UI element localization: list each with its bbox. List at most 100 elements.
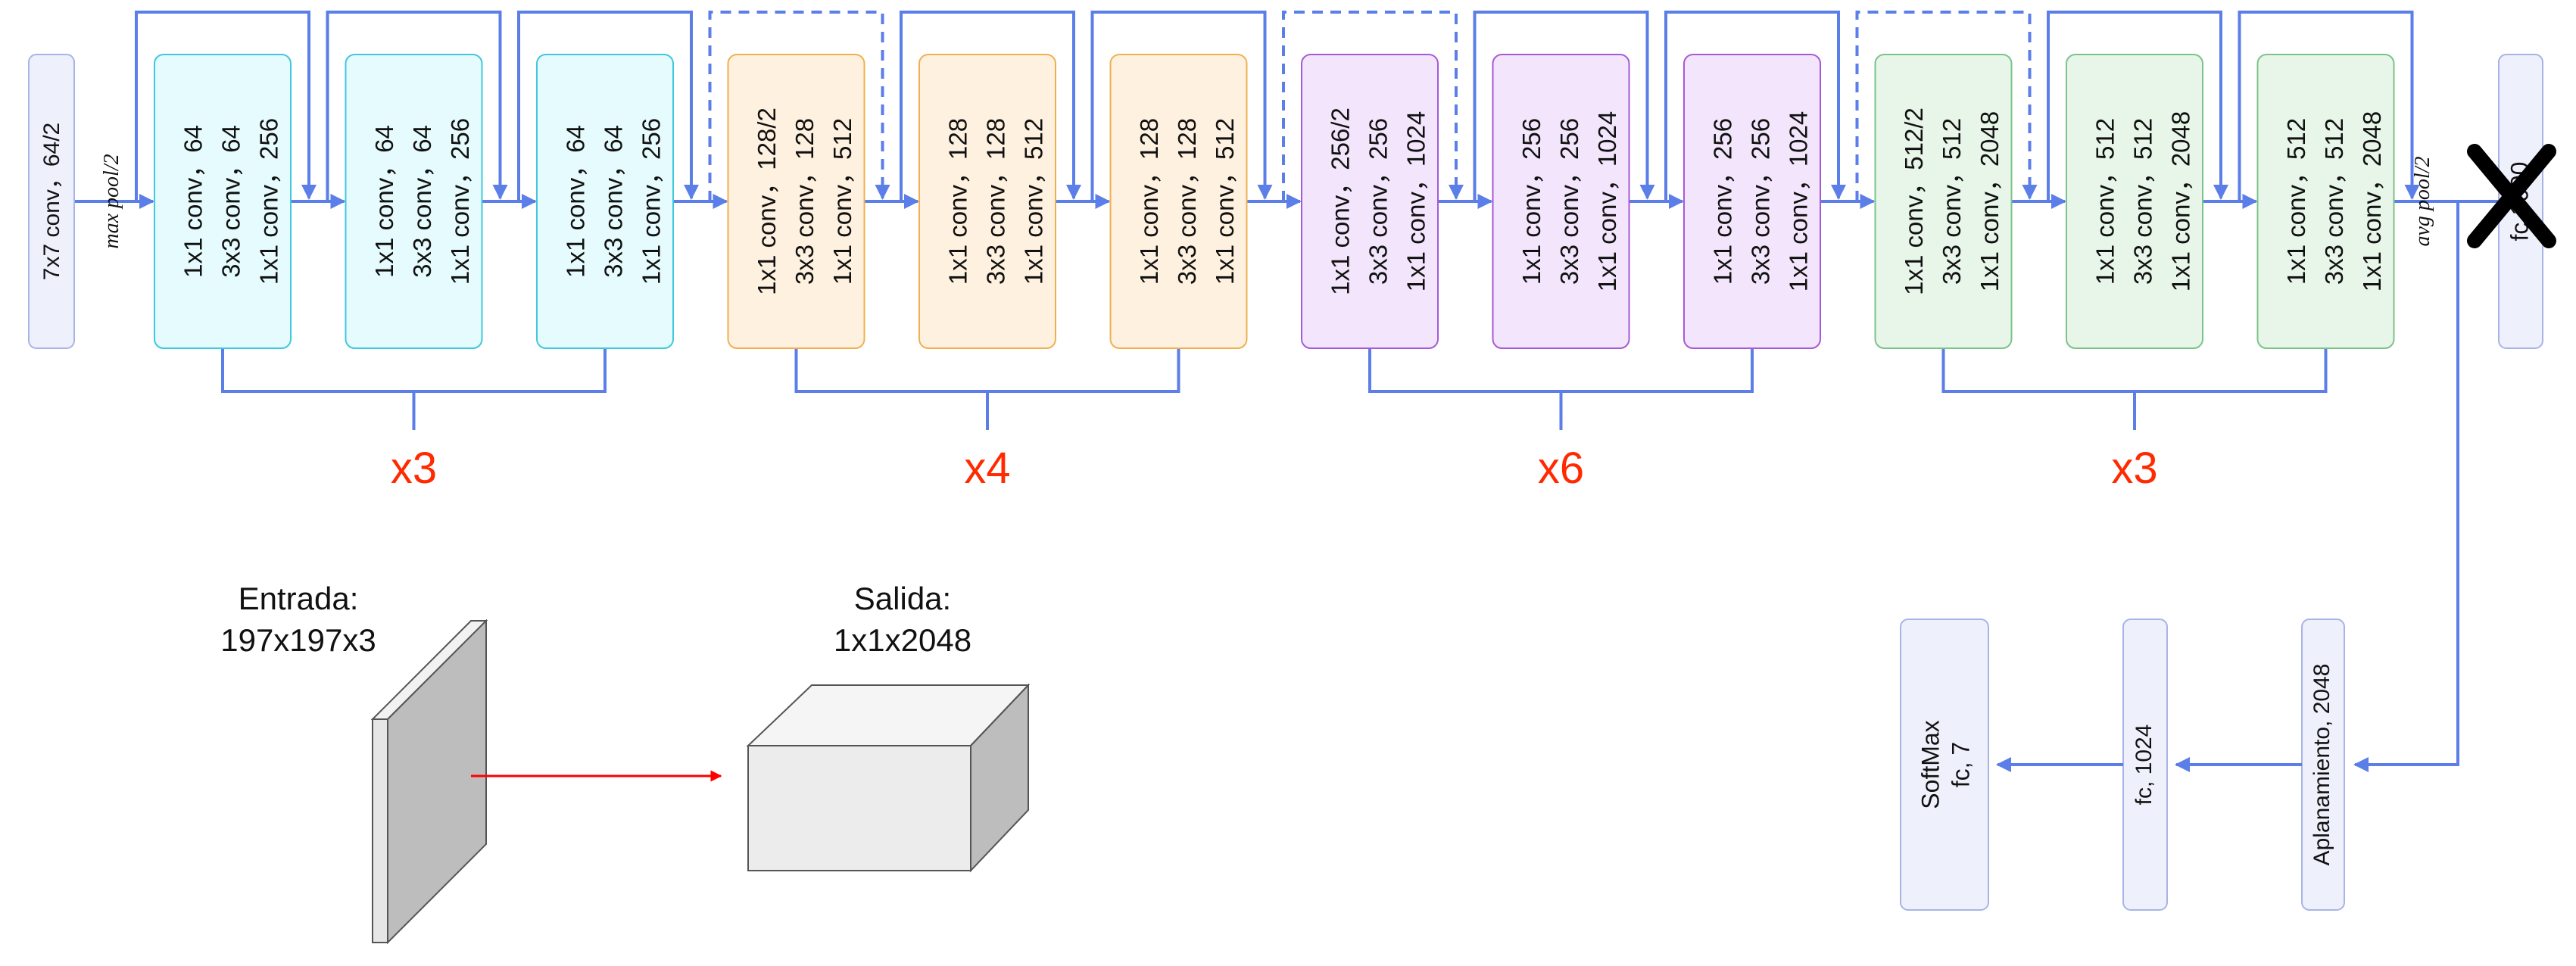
conv-layer-label: 1x1 conv，64 <box>370 125 398 278</box>
residual-block-box <box>536 54 674 349</box>
avgpool-to-flatten-arrow <box>2353 201 2459 772</box>
residual-block-box <box>1683 54 1821 349</box>
input-shape-dims: 197x197x3 <box>220 622 376 658</box>
conv-layer-label: 1x1 conv，256 <box>446 118 474 285</box>
residual-block: 1x1 conv，128 3x3 conv，128 1x1 conv，512 <box>918 54 1056 349</box>
output-shape-title: Salida: <box>854 581 951 616</box>
conv-layer-label: 1x1 conv，128 <box>1135 118 1163 285</box>
conv-layer-label: 1x1 conv，512 <box>828 118 856 285</box>
residual-block: 1x1 conv，512/2 3x3 conv，512 1x1 conv，2048 <box>1874 54 2013 349</box>
softmax-label-line1: SoftMax <box>1916 720 1944 809</box>
skip-connection <box>1855 11 2038 201</box>
conv-layer-label: 3x3 conv，256 <box>1747 118 1775 285</box>
conv-layer-label: 1x1 conv，64 <box>562 125 590 278</box>
conv-layer-label: 1x1 conv，2048 <box>2358 111 2386 292</box>
stage-bracket <box>1941 348 2328 393</box>
conv-layer-label: 3x3 conv，512 <box>2129 118 2157 285</box>
residual-block-box <box>1301 54 1439 349</box>
conv-layer-label: 1x1 conv，1024 <box>1402 111 1430 292</box>
conv-layer-label: 3x3 conv，128 <box>1173 118 1201 285</box>
conv-layer-label: 1x1 conv，512 <box>2091 118 2119 285</box>
residual-block-box <box>2256 54 2395 349</box>
skip-connection <box>326 11 508 201</box>
input-slab-front <box>372 718 388 943</box>
stage-multiplier: x6 <box>1538 444 1584 493</box>
residual-block: 1x1 conv，512 3x3 conv，512 1x1 conv，2048 <box>2066 54 2203 349</box>
input-conv-block: 7x7 conv，64/2 <box>28 54 75 349</box>
conv-layer-label: 1x1 conv，1024 <box>1593 111 1621 292</box>
conv-layer-label: 1x1 conv，256/2 <box>1327 108 1355 295</box>
skip-connection <box>1473 11 1655 201</box>
residual-block-box <box>1874 54 2013 349</box>
connector-lines: x3 x4 x6 x3 <box>74 11 2499 493</box>
skip-connection <box>1090 11 1273 201</box>
skip-connection <box>1664 11 1846 201</box>
residual-block: 1x1 conv，128 3x3 conv，128 1x1 conv，512 <box>1109 54 1248 349</box>
residual-block-box <box>1109 54 1248 349</box>
output-shape-dims: 1x1x2048 <box>834 622 971 658</box>
skip-connection <box>2238 11 2420 201</box>
flatten-label: Aplanamiento, 2048 <box>2309 664 2334 866</box>
residual-block: 1x1 conv，256/2 3x3 conv，256 1x1 conv，1024 <box>1301 54 1439 349</box>
stage-bracket <box>221 348 607 393</box>
fc1024-label: fc, 1024 <box>2132 724 2157 806</box>
conv-layer-label: 1x1 conv，512 <box>1020 118 1048 285</box>
conv-layer-label: 3x3 conv，128 <box>982 118 1010 285</box>
conv-layer-label: 1x1 conv，256 <box>255 118 283 285</box>
input-conv-label: 7x7 conv，64/2 <box>39 123 64 280</box>
input-slab-side <box>387 619 487 945</box>
fc-removed-block: fc 1000 <box>2467 54 2556 349</box>
stage-bracket <box>794 348 1180 393</box>
conv-layer-label: 3x3 conv，64 <box>600 125 628 278</box>
conv-layer-label: 1x1 conv，512 <box>1211 118 1239 285</box>
skip-connection <box>708 11 890 201</box>
stage-multiplier: x3 <box>391 444 437 493</box>
softmax-box <box>1900 619 1989 911</box>
input-shape-title: Entrada: <box>239 581 359 616</box>
output-shape-illustration: Salida: 1x1x2048 <box>746 581 1031 873</box>
residual-block-box <box>345 54 483 349</box>
conv-layer-label: 3x3 conv，256 <box>1364 118 1392 285</box>
skip-connection <box>135 11 317 201</box>
conv-layer-label: 1x1 conv，128 <box>944 118 972 285</box>
classifier-head: Aplanamiento, 2048 fc, 1024 SoftMax fc, … <box>1900 619 2345 911</box>
avg-pool-label: avg pool/2 <box>2411 157 2434 247</box>
residual-block-box <box>918 54 1056 349</box>
softmax-label-line2: fc, 7 <box>1947 742 1974 787</box>
conv-layer-label: 3x3 conv，64 <box>217 125 245 278</box>
input-conv-box <box>28 54 75 349</box>
stage-multiplier: x4 <box>964 444 1010 493</box>
max-pool-label: max pool/2 <box>100 154 123 248</box>
residual-block-box <box>727 54 865 349</box>
conv-layer-label: 1x1 conv，2048 <box>1976 111 2004 292</box>
output-cube-front <box>747 745 971 871</box>
conv-layer-label: 3x3 conv，256 <box>1555 118 1583 285</box>
residual-block: 1x1 conv，64 3x3 conv，64 1x1 conv，256 <box>154 54 292 349</box>
stage-multiplier: x3 <box>2111 444 2157 493</box>
residual-block: 1x1 conv，64 3x3 conv，64 1x1 conv，256 <box>536 54 674 349</box>
residual-block-box <box>2066 54 2203 349</box>
conv-layer-label: 1x1 conv，2048 <box>2167 111 2195 292</box>
residual-block-box <box>1492 54 1630 349</box>
conv-layer-label: 1x1 conv，128/2 <box>753 108 781 295</box>
stage-bracket <box>1368 348 1754 393</box>
conv-layer-label: 3x3 conv，128 <box>791 118 819 285</box>
conv-layer-label: 1x1 conv，256 <box>1517 118 1545 285</box>
conv-layer-label: 1x1 conv，1024 <box>1785 111 1813 292</box>
residual-block: 1x1 conv，256 3x3 conv，256 1x1 conv，1024 <box>1492 54 1630 349</box>
conv-layer-label: 1x1 conv，512 <box>2282 118 2310 285</box>
skip-connection <box>1282 11 1464 201</box>
head-connectors <box>1996 201 2459 772</box>
residual-block: 1x1 conv，128/2 3x3 conv，128 1x1 conv，512 <box>727 54 865 349</box>
conv-layer-label: 1x1 conv，512/2 <box>1900 108 1928 295</box>
conv-layer-label: 3x3 conv，512 <box>1938 118 1966 285</box>
conv-layer-label: 1x1 conv，256 <box>638 118 666 285</box>
input-shape-illustration: Entrada: 197x197x3 <box>220 581 722 945</box>
skip-connection <box>2047 11 2228 201</box>
removed-cross-icon <box>2467 144 2556 248</box>
conv-layer-label: 1x1 conv，64 <box>179 125 207 278</box>
